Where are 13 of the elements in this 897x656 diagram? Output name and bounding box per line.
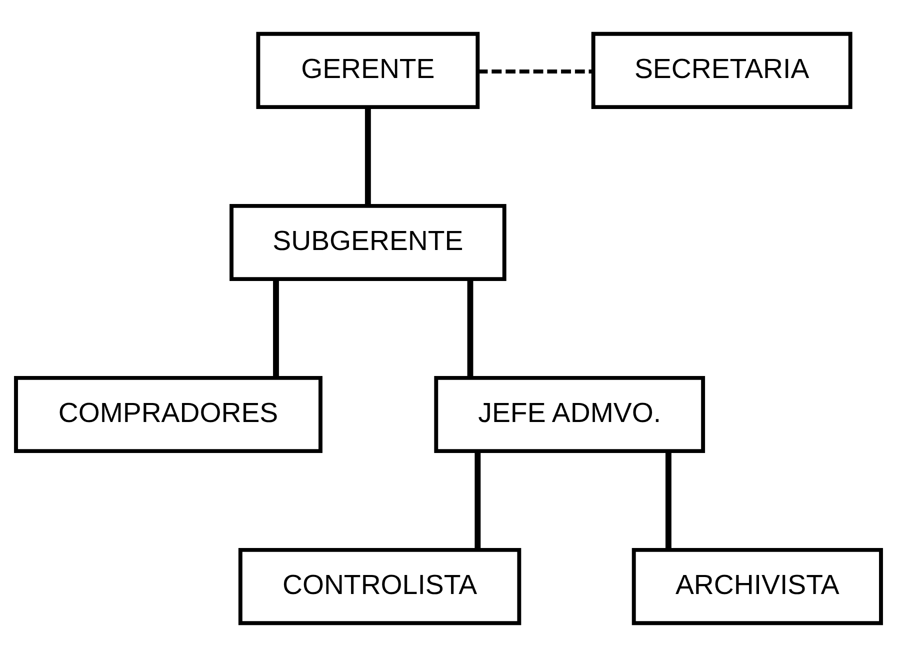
connector xyxy=(273,279,279,378)
connector xyxy=(666,451,672,550)
node-box: ARCHIVISTA xyxy=(632,547,883,625)
node-box: SECRETARIA xyxy=(591,31,852,109)
connector xyxy=(474,451,481,550)
node-box: SUBGERENTE xyxy=(230,203,506,281)
node-box: CONTROLISTA xyxy=(238,547,522,625)
node-box: COMPRADORES xyxy=(14,375,322,453)
connector xyxy=(478,69,594,73)
node-box: JEFE ADMVO. xyxy=(434,375,706,453)
connector xyxy=(364,107,371,206)
node-box: GERENTE xyxy=(256,31,480,109)
connector xyxy=(467,279,474,378)
